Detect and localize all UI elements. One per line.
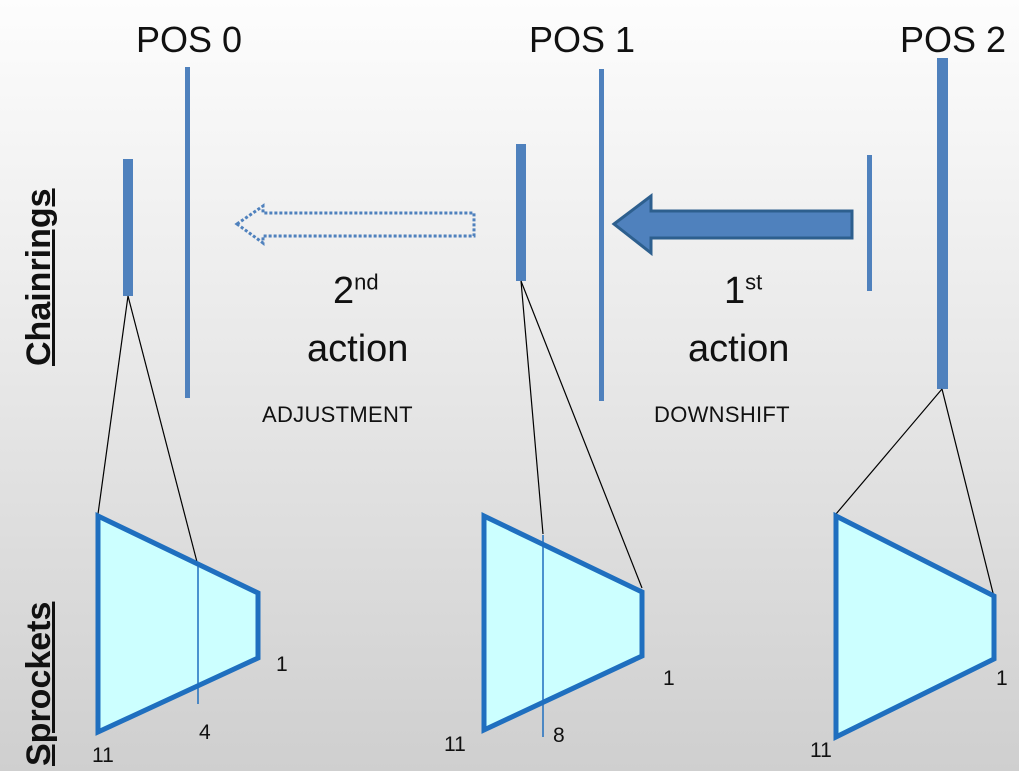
- action-2-number: 2: [333, 270, 355, 312]
- pos0-title: POS 0: [136, 19, 243, 60]
- pos0-sprocket-label-1: 1: [276, 653, 288, 676]
- action-1-suffix: st: [745, 269, 763, 295]
- pos1-sprocket-label-1: 1: [663, 667, 675, 690]
- action-1-word: action: [688, 328, 790, 370]
- action-2-suffix: nd: [354, 269, 379, 295]
- pos2-chain-line-right: [941, 388, 995, 598]
- downshift-arrow: [611, 192, 854, 257]
- action-1-ordinal: 1st: [724, 269, 763, 312]
- pos0-sprocket-cassette: [95, 512, 261, 736]
- pos1-chain-line-right: [520, 280, 643, 589]
- pos2-sprocket-label-1: 1: [996, 667, 1008, 690]
- position-1-group: [481, 69, 645, 737]
- pos2-large-chainring: [937, 58, 948, 389]
- pos0-selected-label: 4: [199, 721, 211, 744]
- pos1-sprocket-label-11: 11: [444, 733, 466, 756]
- action-2-ordinal: 2nd: [333, 269, 379, 312]
- adjustment-arrow: [234, 203, 476, 246]
- sprockets-side-label: Sprockets: [20, 601, 58, 766]
- pos1-title: POS 1: [529, 19, 636, 60]
- position-2-group: [833, 58, 997, 742]
- chainrings-side-label: Chainrings: [20, 188, 58, 366]
- action-1-caption: DOWNSHIFT: [654, 402, 790, 427]
- pos0-large-chainring: [185, 67, 190, 398]
- pos1-large-chainring: [599, 69, 604, 401]
- action-2-caption: ADJUSTMENT: [262, 402, 413, 427]
- pos1-sprocket-cassette: [481, 512, 645, 734]
- action-1-number: 1: [724, 270, 746, 312]
- pos2-title: POS 2: [900, 19, 1007, 60]
- pos2-sprocket-cassette: [833, 511, 997, 742]
- pos1-selected-label: 8: [553, 724, 565, 747]
- pos1-small-chainring: [516, 144, 526, 281]
- pos1-chain-line-left: [520, 280, 544, 535]
- pos2-chain-line-left: [835, 388, 943, 515]
- pos0-chain-line-right: [127, 295, 198, 563]
- pos0-sprocket-label-11: 11: [92, 744, 114, 767]
- action-2-word: action: [307, 328, 409, 370]
- pos2-sprocket-label-11: 11: [810, 739, 832, 762]
- pos0-chain-line-left: [97, 295, 129, 515]
- position-0-group: [95, 67, 261, 736]
- pos2-small-chainring: [867, 155, 872, 291]
- pos0-small-chainring: [123, 159, 133, 296]
